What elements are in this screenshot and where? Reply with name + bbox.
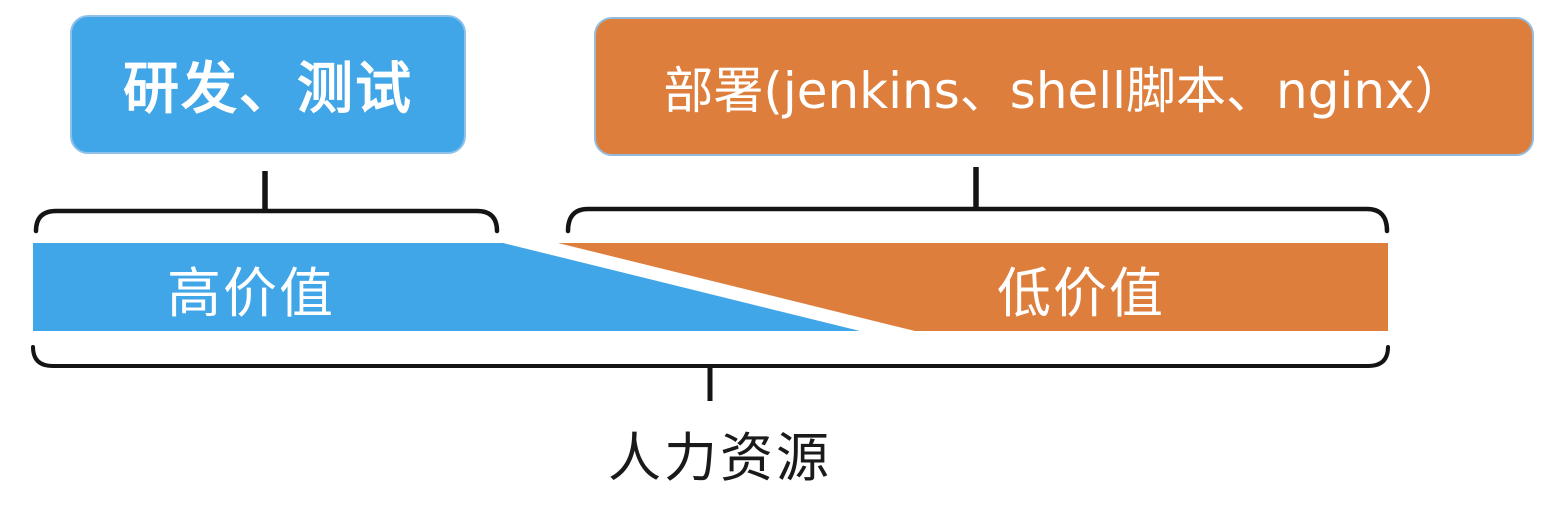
deploy-box-label: 部署(jenkins、shell脚本、nginx） — [663, 61, 1465, 120]
low-value-bar-shape — [558, 243, 1388, 331]
dev-test-box-label: 研发、测试 — [123, 57, 413, 122]
high-value-bar-shape — [33, 243, 860, 331]
left-brace — [33, 208, 500, 234]
deploy-box: 部署(jenkins、shell脚本、nginx） — [594, 17, 1534, 156]
dev-test-box: 研发、测试 — [70, 15, 466, 154]
bottom-brace — [31, 345, 1390, 368]
right-brace — [565, 206, 1390, 234]
human-resources-label: 人力资源 — [608, 428, 832, 489]
low-value-label: 低价值 — [997, 261, 1165, 325]
high-value-label: 高价值 — [167, 261, 335, 325]
